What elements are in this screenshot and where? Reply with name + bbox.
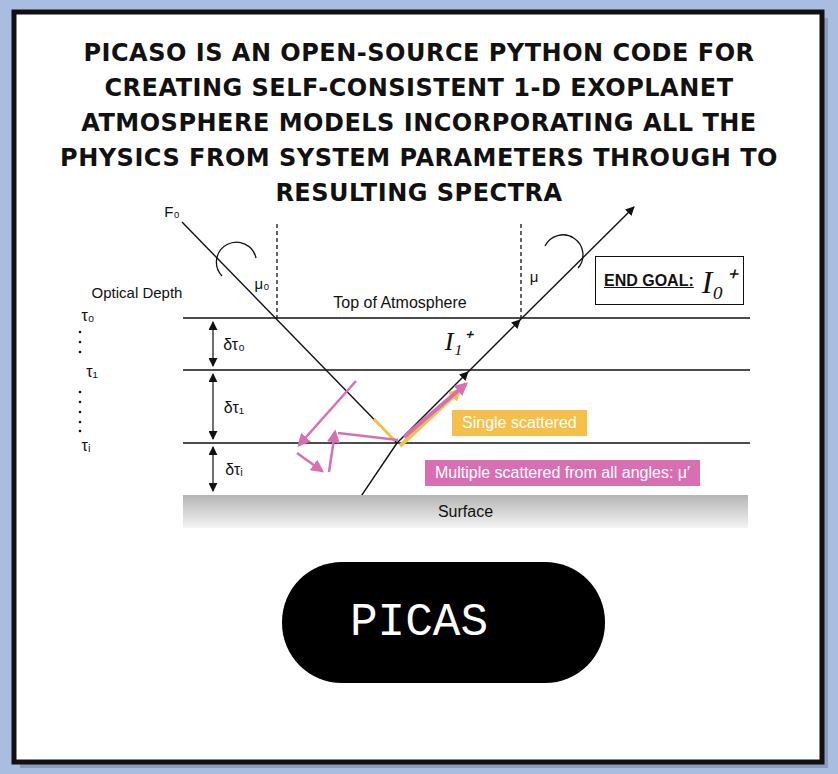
diagram-label: I₁⁺ xyxy=(445,328,472,357)
node-text: PICAS xyxy=(350,597,488,649)
node-text: Multiple scattered from all angles: μ′ xyxy=(435,464,690,482)
diagram-label: Top of Atmosphere xyxy=(333,294,466,312)
goal-box: END GOAL: I₀⁺ xyxy=(595,256,744,305)
diagram-label: δτ₁ xyxy=(224,399,244,417)
diagram-label: δτ₀ xyxy=(223,336,245,354)
layer-lines xyxy=(183,318,750,443)
surface-band: Surface xyxy=(183,495,748,528)
diagram-label: τ₀ xyxy=(82,307,95,325)
logo-pill: PICAS xyxy=(282,562,605,683)
diagram-label: τᵢ xyxy=(82,437,91,455)
multiple-scatter-arrows xyxy=(297,381,398,472)
angle-arcs xyxy=(216,235,583,276)
title: PICASO IS AN OPEN-SOURCE PYTHON CODE FOR… xyxy=(24,36,814,211)
node-text: Single scattered xyxy=(462,414,577,432)
diagram-label: μ₀ xyxy=(255,276,270,293)
diagram-label: Optical Depth xyxy=(92,285,183,302)
multiple-scatter-tag: Multiple scattered from all angles: μ′ xyxy=(425,460,700,486)
panel xyxy=(14,12,822,762)
diagram-label: μ xyxy=(530,269,539,286)
depth-arrows xyxy=(212,322,213,491)
diagram-label: δτᵢ xyxy=(225,461,243,479)
ellipsis-dots xyxy=(79,331,82,433)
diagram-label: F₀ xyxy=(164,204,179,221)
node-text: END GOAL: xyxy=(604,272,694,290)
node-text: I₀⁺ xyxy=(702,259,735,302)
diagram-label: τ₁ xyxy=(86,363,98,381)
node-text: Surface xyxy=(438,503,493,521)
normal-lines xyxy=(277,224,521,318)
single-scatter-tag: Single scattered xyxy=(452,410,587,436)
